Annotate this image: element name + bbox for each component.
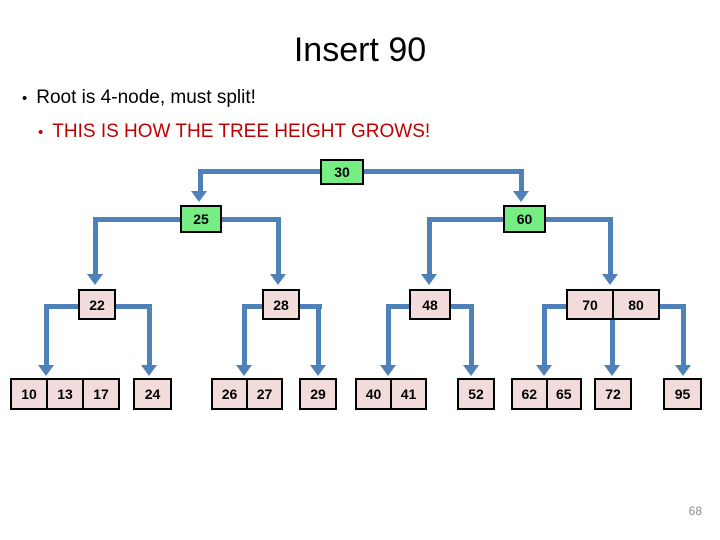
edge-30-25-horizontal [198,169,324,174]
node-key: 13 [46,380,82,408]
edge-7080-left-vertical [542,304,547,366]
tree-node-48[interactable]: 48 [409,289,451,320]
edge-25-22-horizontal [93,217,205,222]
node-key: 95 [674,386,691,402]
edge-30-60-vertical [519,169,524,193]
tree-node-28[interactable]: 28 [262,289,300,320]
tree-node-70-80[interactable]: 70 80 [566,289,660,320]
tree-leaf-72[interactable]: 72 [594,378,632,410]
page-title: Insert 90 [293,31,427,69]
tree-leaf-95[interactable]: 95 [663,378,702,410]
tree-node-30[interactable]: 30 [320,159,364,185]
edge-28-left-vertical [242,304,247,366]
edge-7080-middle-vertical [610,318,615,366]
node-key: 41 [390,380,425,408]
node-key: 52 [468,386,484,402]
bullet-text-2: THIS IS HOW THE TREE HEIGHT GROWS! [52,121,431,142]
node-key: 17 [82,380,118,408]
node-key: 70 [582,296,598,313]
edge-60-48-vertical [427,217,432,275]
tree-leaf-40-41[interactable]: 40 41 [355,378,427,410]
edge-48-right-vertical [469,304,474,366]
tree-node-22[interactable]: 22 [78,289,116,320]
edge-48-left-vertical [386,304,391,366]
arrowhead-28-right [310,365,326,376]
page-number: 68 [688,504,702,518]
tree-leaf-26-27[interactable]: 26 27 [211,378,283,410]
arrowhead-30-60 [513,191,529,202]
node-key: 26 [221,386,238,402]
arrowhead-22-right [141,365,157,376]
node-key: 62 [521,386,538,402]
tree-leaf-52[interactable]: 52 [457,378,495,410]
arrowhead-30-25 [191,191,207,202]
edge-60-7080-horizontal [543,217,613,222]
node-key: 29 [310,386,326,402]
arrowhead-48-left [380,365,396,376]
arrowhead-60-48 [421,274,437,285]
node-key: 22 [89,296,105,313]
edge-25-22-vertical [93,217,98,275]
edge-48-left-horizontal [386,304,414,309]
node-key: 65 [545,380,581,408]
tree-leaf-24[interactable]: 24 [133,378,172,410]
edge-7080-right-horizontal [656,304,686,309]
node-key: 60 [516,211,533,227]
arrowhead-7080-right [675,365,691,376]
edge-60-7080-vertical [608,217,613,275]
edge-28-right-vertical [316,304,321,366]
arrowhead-7080-middle [604,365,620,376]
bullet-marker-icon: • [22,90,28,107]
edge-22-left-horizontal [44,304,84,309]
edge-7080-left-horizontal [542,304,572,309]
tree-node-60[interactable]: 60 [503,205,546,233]
edge-22-right-vertical [147,304,152,366]
bullet-item-1: • Root is 4-node, must split! [22,86,256,111]
tree-node-25[interactable]: 25 [180,205,222,233]
node-key: 72 [605,386,621,402]
arrowhead-48-right [463,365,479,376]
node-key: 28 [273,296,289,313]
edge-60-48-horizontal [427,217,507,222]
arrowhead-25-28 [270,274,286,285]
tree-leaf-29[interactable]: 29 [299,378,337,410]
node-key: 25 [193,211,209,227]
edge-30-25-vertical [198,169,203,193]
node-key: 10 [21,386,37,402]
node-key: 27 [246,380,281,408]
edge-30-60-horizontal [358,169,524,174]
bullet-marker-icon: • [38,124,44,141]
bullet-item-2: • THIS IS HOW THE TREE HEIGHT GROWS! [38,120,430,145]
node-key: 30 [334,164,350,180]
edge-22-right-horizontal [112,304,152,309]
edge-7080-right-vertical [681,304,686,366]
edge-28-right-horizontal [296,304,322,309]
arrowhead-22-left [38,365,54,376]
arrowhead-28-left [236,365,252,376]
node-key: 48 [422,296,438,313]
edge-28-left-horizontal [242,304,268,309]
tree-leaf-10-13-17[interactable]: 10 13 17 [10,378,120,410]
node-key: 24 [144,386,161,402]
edge-22-left-vertical [44,304,49,366]
bullet-text-1: Root is 4-node, must split! [36,87,256,108]
arrowhead-25-22 [87,274,103,285]
edge-25-28-vertical [276,217,281,275]
arrowhead-7080-left [536,365,552,376]
arrowhead-60-7080 [602,274,618,285]
tree-leaf-62-65[interactable]: 62 65 [511,378,582,410]
node-key: 40 [365,386,382,402]
edge-25-28-horizontal [218,217,281,222]
edge-48-right-horizontal [446,304,474,309]
node-key: 80 [612,291,658,318]
